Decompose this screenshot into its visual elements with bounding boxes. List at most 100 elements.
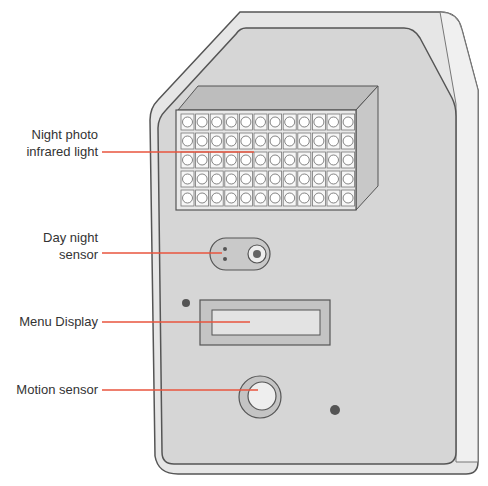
ir-led xyxy=(241,117,251,127)
ir-led xyxy=(285,193,295,203)
ir-led-cell xyxy=(327,171,340,187)
ir-led xyxy=(256,193,266,203)
ir-led-cell xyxy=(254,133,267,149)
sensor-dot xyxy=(223,257,227,261)
ir-led-cell xyxy=(298,114,311,130)
ir-led-cell xyxy=(312,152,325,168)
ir-led xyxy=(299,193,309,203)
ir-led xyxy=(299,117,309,127)
ir-led-cell xyxy=(210,114,223,130)
ir-led-cell xyxy=(283,152,296,168)
ir-led xyxy=(314,174,324,184)
ir-led xyxy=(314,117,324,127)
ir-led-cell xyxy=(225,190,238,206)
ir-led xyxy=(329,174,339,184)
ir-led xyxy=(285,117,295,127)
motion-sensor xyxy=(239,376,281,418)
ir-led-cell xyxy=(298,190,311,206)
ir-led xyxy=(299,155,309,165)
housing-front xyxy=(158,28,456,464)
ir-led-cell xyxy=(312,171,325,187)
ir-led xyxy=(241,174,251,184)
indicator-dot xyxy=(182,299,190,307)
ir-led xyxy=(270,136,280,146)
leader-line xyxy=(102,389,258,391)
ir-led xyxy=(343,174,353,184)
ir-led xyxy=(226,117,236,127)
ir-led-cell xyxy=(269,190,282,206)
ir-led-cell xyxy=(283,133,296,149)
ir-led-cell xyxy=(312,190,325,206)
ir-led-cell xyxy=(225,133,238,149)
ir-led xyxy=(183,136,193,146)
ir-led-cell xyxy=(312,114,325,130)
ir-led xyxy=(183,155,193,165)
ir-led xyxy=(285,136,295,146)
ir-hood-side xyxy=(356,86,378,210)
part-label: Day night sensor xyxy=(2,229,98,263)
ir-hood xyxy=(178,86,378,110)
ir-led xyxy=(212,193,222,203)
ir-led-cell xyxy=(196,133,209,149)
ir-led-cell xyxy=(342,171,355,187)
ir-led-cell xyxy=(283,171,296,187)
ir-led-cell xyxy=(181,171,194,187)
ir-led xyxy=(183,174,193,184)
ir-led-cell xyxy=(342,133,355,149)
ir-led-cell xyxy=(181,190,194,206)
indicator-dot xyxy=(330,405,340,415)
ir-led-cell xyxy=(210,133,223,149)
ir-led-cell xyxy=(254,171,267,187)
ir-led xyxy=(183,193,193,203)
ir-led xyxy=(343,136,353,146)
ir-led xyxy=(212,136,222,146)
ir-led-cell xyxy=(196,114,209,130)
ir-led-cell xyxy=(298,133,311,149)
ir-led xyxy=(241,193,251,203)
ir-led-cell xyxy=(239,190,252,206)
ir-led-cell xyxy=(181,133,194,149)
ir-led-cell xyxy=(269,114,282,130)
ir-led-cell xyxy=(298,171,311,187)
part-label: Motion sensor xyxy=(2,381,98,398)
ir-led-cell xyxy=(225,152,238,168)
ir-led-cell xyxy=(196,152,209,168)
day-night-sensor xyxy=(210,238,270,270)
part-label: Night photo infrared light xyxy=(2,126,98,160)
ir-led-grid xyxy=(181,114,355,206)
housing-back xyxy=(150,12,478,474)
ir-led-cell xyxy=(225,114,238,130)
ir-panel xyxy=(176,110,356,210)
ir-led-cell xyxy=(239,114,252,130)
ir-led xyxy=(343,155,353,165)
ir-led xyxy=(197,117,207,127)
ir-led xyxy=(212,155,222,165)
ir-led xyxy=(314,193,324,203)
ir-led-cell xyxy=(327,152,340,168)
ir-led xyxy=(226,193,236,203)
ir-led xyxy=(256,136,266,146)
ir-led xyxy=(212,117,222,127)
leader-lines xyxy=(102,152,258,390)
ir-led-cell xyxy=(312,133,325,149)
ir-led xyxy=(299,174,309,184)
ir-led xyxy=(270,155,280,165)
leader-line xyxy=(102,151,254,153)
ir-led xyxy=(270,193,280,203)
ir-led-cell xyxy=(254,114,267,130)
ir-led xyxy=(299,136,309,146)
motion-sensor-lens xyxy=(248,382,276,410)
ir-led xyxy=(329,136,339,146)
ir-led xyxy=(256,155,266,165)
ir-led xyxy=(183,117,193,127)
ir-led-cell xyxy=(239,171,252,187)
ir-led xyxy=(226,136,236,146)
ir-led-cell xyxy=(254,190,267,206)
ir-led xyxy=(285,174,295,184)
ir-led-cell xyxy=(181,152,194,168)
ir-led xyxy=(314,155,324,165)
ir-led-cell xyxy=(327,190,340,206)
sensor-dot xyxy=(223,247,227,251)
ir-led xyxy=(314,136,324,146)
